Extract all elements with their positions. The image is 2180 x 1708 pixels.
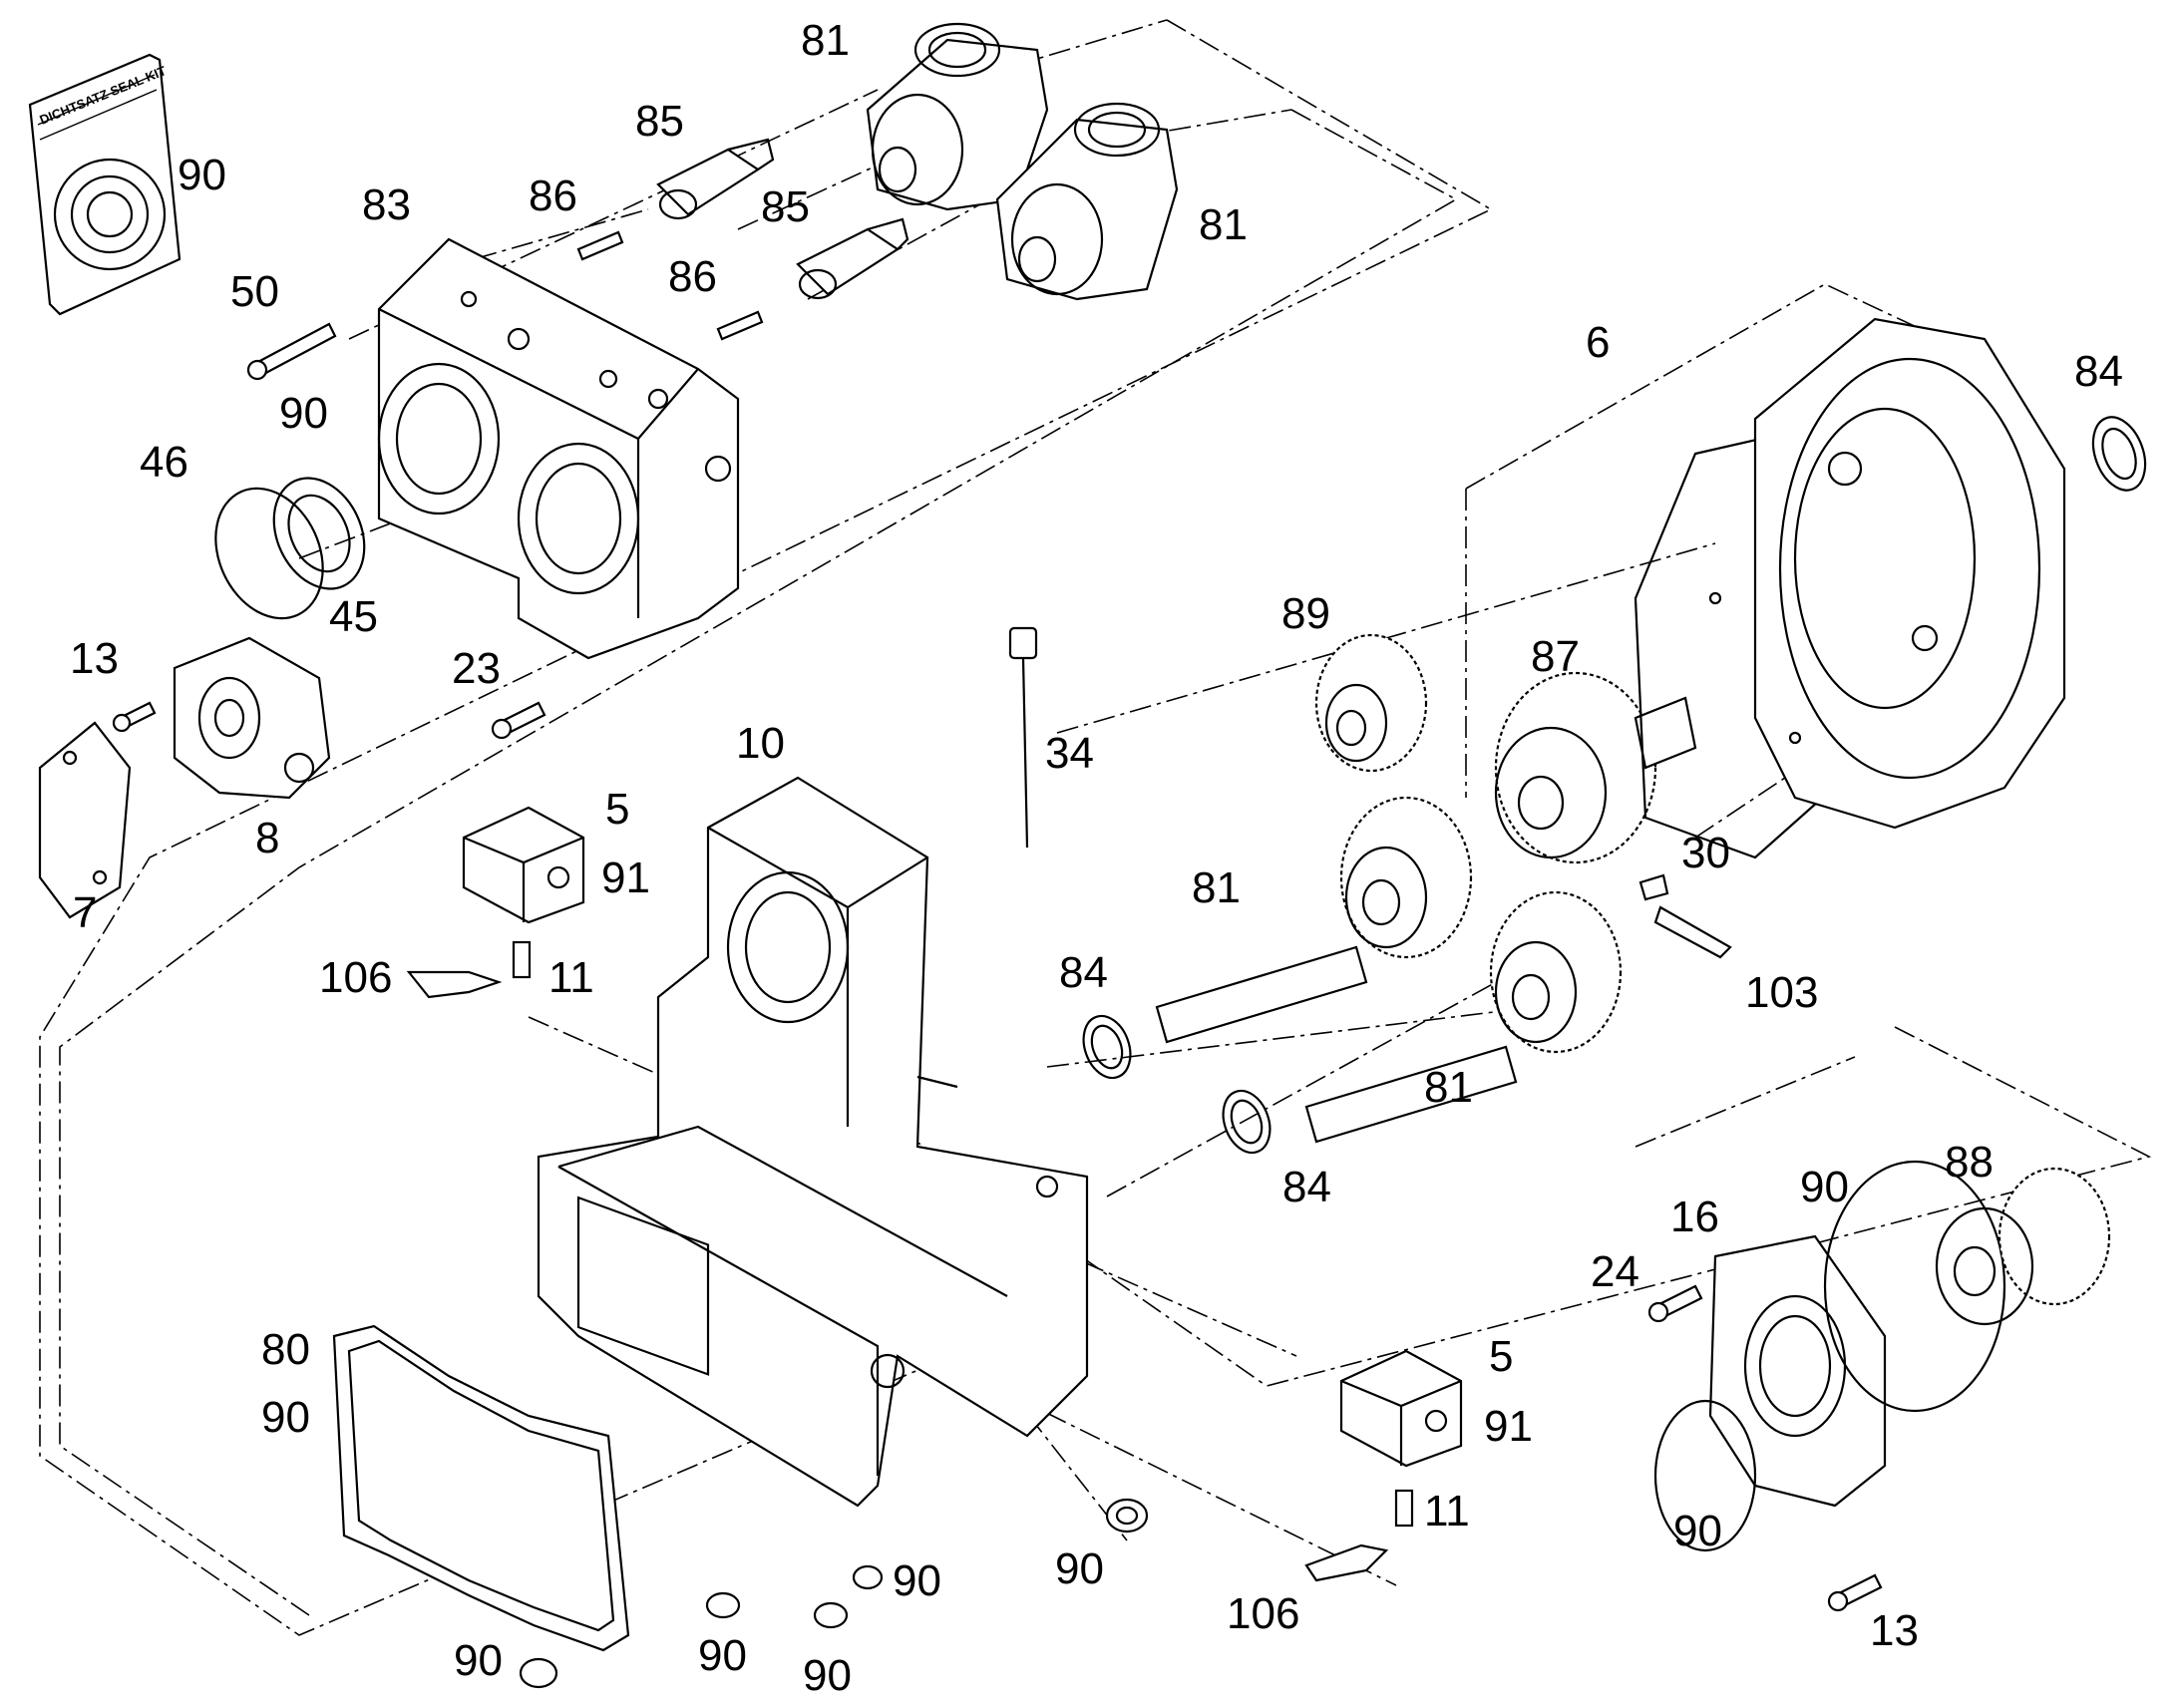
callout-84: 84 — [2074, 347, 2123, 396]
callout-90: 90 — [803, 1651, 852, 1700]
callout-24: 24 — [1591, 1247, 1639, 1296]
cover-plate — [38, 721, 132, 919]
hydraulic-motor-upper — [866, 22, 1049, 211]
check-valve-upper — [656, 138, 775, 220]
plugs — [519, 1498, 1149, 1689]
callout-90: 90 — [261, 1393, 310, 1442]
seal-rings-left — [214, 477, 366, 620]
callout-16: 16 — [1670, 1193, 1719, 1241]
callout-90: 90 — [1055, 1544, 1104, 1593]
gasket — [332, 1324, 630, 1652]
callout-13: 13 — [1870, 1606, 1919, 1655]
pump-housing — [377, 237, 740, 660]
gearbox-housing — [537, 776, 1089, 1508]
solenoid-valve-lower — [1339, 1349, 1463, 1528]
callout-11: 11 — [548, 953, 594, 1002]
callout-90: 90 — [698, 1631, 747, 1680]
callout-90: 90 — [893, 1556, 941, 1605]
callout-91: 91 — [1484, 1402, 1533, 1451]
callout-8: 8 — [255, 814, 279, 862]
callout-13: 13 — [70, 634, 119, 683]
drive-gear-assembly — [1494, 671, 1697, 864]
callout-90: 90 — [454, 1636, 503, 1685]
gear-shaft-lower — [1304, 890, 1623, 1144]
bearing-cover — [1653, 1160, 2006, 1552]
callout-86: 86 — [668, 252, 717, 301]
callout-87: 87 — [1531, 632, 1580, 681]
screws — [112, 230, 1883, 1612]
callout-84: 84 — [1282, 1163, 1331, 1211]
sealant-tubes — [406, 873, 1732, 1582]
callout-80: 80 — [261, 1325, 310, 1374]
callout-81: 81 — [1199, 200, 1248, 249]
callout-88: 88 — [1945, 1138, 1994, 1187]
callout-5: 5 — [605, 785, 629, 834]
callout-46: 46 — [140, 438, 188, 487]
transmission-cover — [1634, 317, 2066, 859]
callout-5: 5 — [1489, 1332, 1513, 1381]
solenoid-valve-upper — [462, 806, 585, 979]
gear-shaft-upper — [1155, 796, 1473, 1044]
callout-90: 90 — [1673, 1507, 1722, 1555]
callout-90: 90 — [178, 151, 226, 199]
hydraulic-motor-lower — [995, 102, 1179, 301]
callout-106: 106 — [1227, 1589, 1299, 1638]
callout-85: 85 — [635, 97, 684, 146]
callout-84: 84 — [1059, 948, 1108, 997]
callout-10: 10 — [736, 719, 785, 768]
callout-103: 103 — [1745, 968, 1818, 1017]
callout-89: 89 — [1281, 589, 1330, 638]
check-valve-lower — [796, 217, 909, 300]
idler-gear — [1314, 633, 1428, 773]
callout-106: 106 — [319, 953, 392, 1002]
callout-91: 91 — [601, 854, 650, 902]
callout-30: 30 — [1681, 829, 1730, 877]
callout-50: 50 — [230, 267, 279, 316]
seal-kit-bag: DICHTSATZ SEAL KIT — [28, 53, 182, 316]
callouts: 81 85 90 83 86 85 81 50 86 6 84 90 46 45… — [70, 16, 2123, 1700]
callout-11: 11 — [1424, 1487, 1470, 1536]
callout-6: 6 — [1586, 318, 1610, 367]
callout-86: 86 — [529, 171, 577, 220]
dipstick — [1008, 626, 1038, 849]
shaft-seals — [1082, 416, 2147, 1155]
callout-45: 45 — [329, 592, 378, 641]
callout-85: 85 — [761, 182, 810, 231]
callout-90: 90 — [1800, 1163, 1849, 1211]
callout-81: 81 — [1192, 863, 1241, 912]
flange-housing — [173, 636, 331, 800]
callout-81: 81 — [1424, 1063, 1473, 1112]
callout-7: 7 — [73, 888, 97, 937]
callout-34: 34 — [1045, 729, 1094, 778]
callout-83: 83 — [362, 180, 411, 229]
callout-23: 23 — [452, 644, 501, 693]
output-gear — [1935, 1167, 2111, 1326]
callout-81: 81 — [801, 16, 850, 65]
callout-90: 90 — [279, 389, 328, 438]
